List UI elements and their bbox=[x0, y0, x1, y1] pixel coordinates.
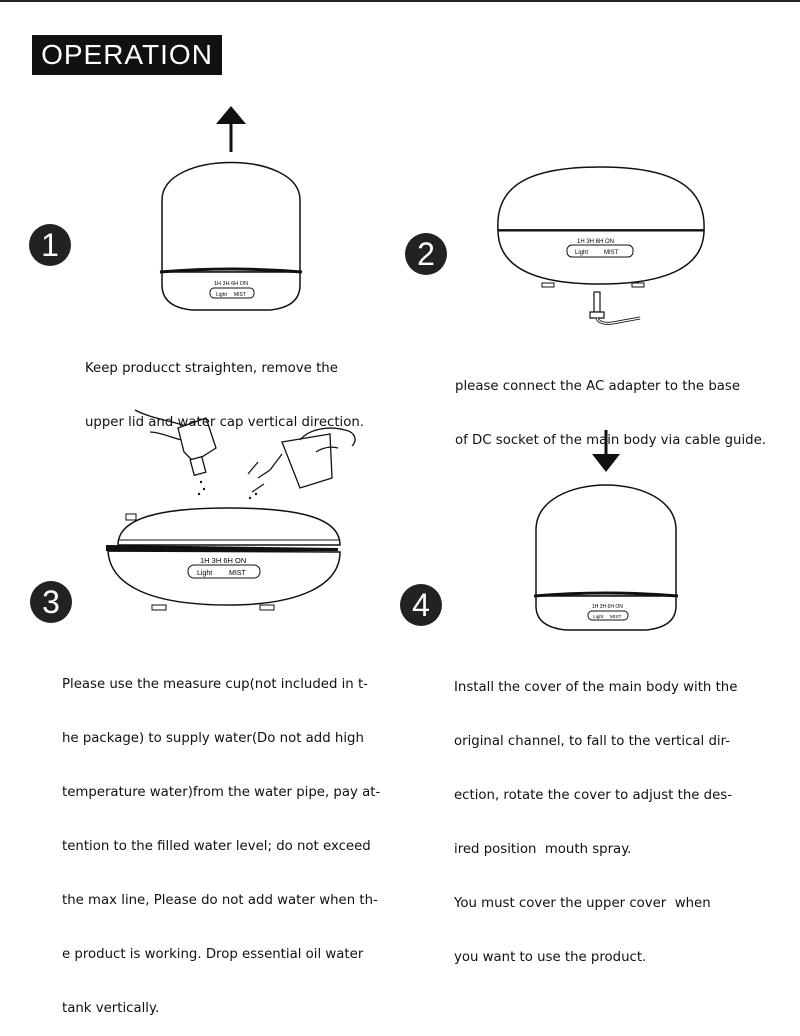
diffuser-step3: 1H 3H 6H ON Light MIST bbox=[106, 507, 341, 611]
mist-button-label: MIST bbox=[229, 570, 246, 577]
step-2-text: please connect the AC adapter to the bas… bbox=[455, 342, 766, 468]
timer-labels: 1H 3H 6H ON bbox=[214, 281, 248, 287]
step-3-line: Please use the measure cup(not included … bbox=[62, 677, 368, 692]
timer-labels: 1H 3H 6H ON bbox=[577, 239, 614, 245]
illustrations: 1H 3H 6H ON Light MIST 1H 3H 6H ON Light… bbox=[106, 106, 705, 631]
step-3-line: the max line, Please do not add water wh… bbox=[62, 893, 378, 908]
step-4-line: ired position mouth spray. bbox=[454, 842, 632, 857]
light-button-label: Light bbox=[216, 292, 227, 298]
step-3-line: he package) to supply water(Do not add h… bbox=[62, 731, 364, 746]
timer-labels: 1H 3H 6H ON bbox=[592, 604, 623, 610]
step-1-line: Keep producct straighten, remove the bbox=[85, 361, 338, 376]
light-button-label: Light bbox=[197, 570, 212, 577]
hand-bottle-illustration bbox=[134, 409, 217, 496]
down-arrow-icon bbox=[592, 430, 620, 472]
step-4-line: Install the cover of the main body with … bbox=[454, 680, 738, 695]
step-4-line: original channel, to fall to the vertica… bbox=[454, 734, 730, 749]
step-3-line: e product is working. Drop essential oil… bbox=[62, 947, 364, 962]
dc-adapter-plug bbox=[589, 291, 641, 325]
hand-cup-illustration bbox=[247, 427, 356, 500]
step-4-number: 4 bbox=[400, 584, 442, 626]
mist-button-label: MIST bbox=[604, 250, 619, 256]
diffuser-step1: 1H 3H 6H ON Light MIST bbox=[159, 161, 303, 311]
light-button-label: Light bbox=[593, 614, 604, 620]
step-3-number: 3 bbox=[30, 581, 72, 623]
mist-button-label: MIST bbox=[610, 614, 622, 620]
step-1-line: upper lid and water cap vertical directi… bbox=[85, 415, 365, 430]
step-4-line: you want to use the product. bbox=[454, 950, 647, 965]
step-4-line: ection, rotate the cover to adjust the d… bbox=[454, 788, 732, 803]
mist-button-label: MIST bbox=[234, 292, 246, 298]
step-2-number: 2 bbox=[405, 233, 447, 275]
step-2-line: please connect the AC adapter to the bas… bbox=[455, 379, 741, 394]
step-3-line: temperature water)from the water pipe, p… bbox=[62, 785, 381, 800]
step-4-line: You must cover the upper cover when bbox=[454, 896, 711, 911]
step-1-text: Keep producct straighten, remove the upp… bbox=[85, 324, 364, 450]
step-3-line: tention to the filled water level; do no… bbox=[62, 839, 371, 854]
step-4-text: Install the cover of the main body with … bbox=[454, 643, 737, 985]
light-button-label: Light bbox=[575, 250, 588, 256]
timer-labels: 1H 3H 6H ON bbox=[200, 556, 246, 565]
diffuser-step2: 1H 3H 6H ON Light MIST bbox=[497, 166, 705, 288]
diffuser-step4: 1H 3H 6H ON Light MIST bbox=[533, 484, 679, 631]
step-3-text: Please use the measure cup(not included … bbox=[62, 640, 380, 1036]
top-border bbox=[0, 0, 800, 2]
step-2-line: of DC socket of the main body via cable … bbox=[455, 433, 767, 448]
up-arrow-icon bbox=[216, 106, 246, 152]
step-1-number: 1 bbox=[29, 224, 71, 266]
page-title: OPERATION bbox=[32, 35, 222, 75]
step-3-line: tank vertically. bbox=[62, 1001, 160, 1016]
